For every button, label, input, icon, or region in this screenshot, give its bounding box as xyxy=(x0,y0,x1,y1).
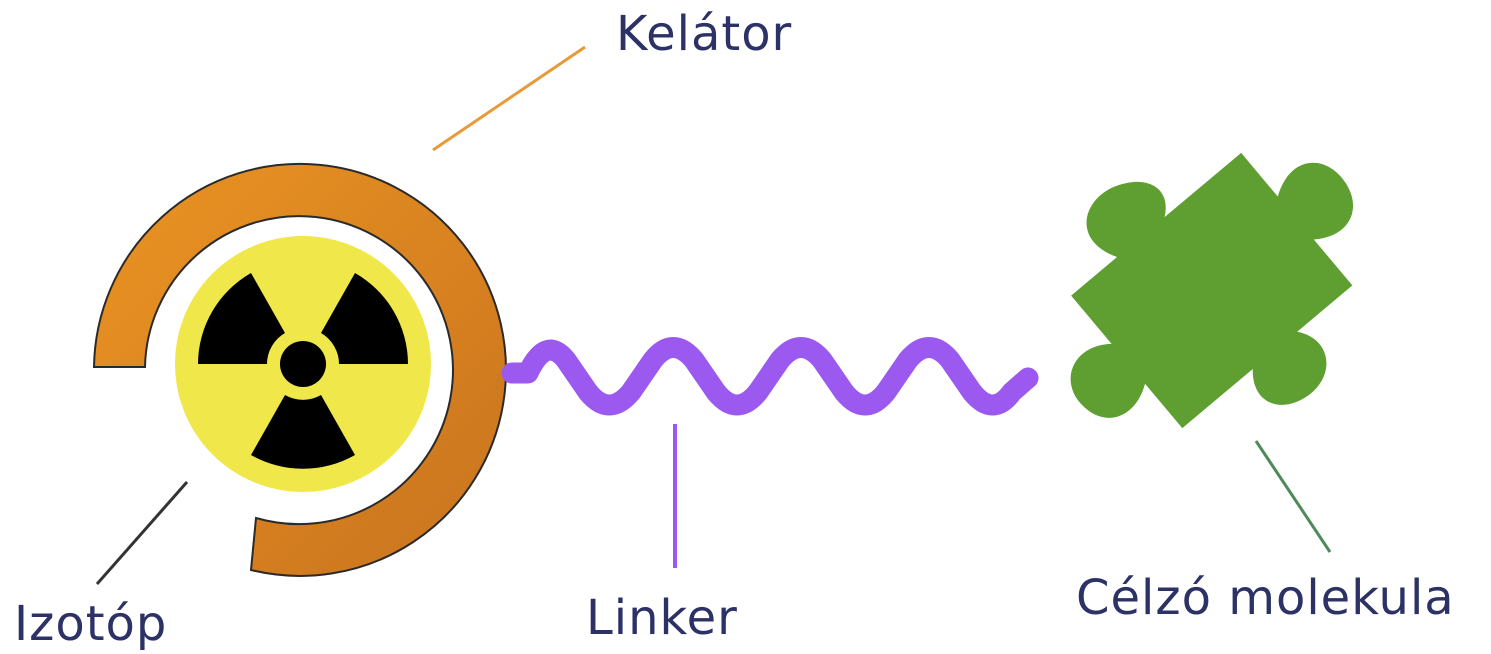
radiation-icon xyxy=(175,236,431,492)
radiation-blade-left xyxy=(198,273,285,364)
chelator-ring xyxy=(92,162,507,577)
radiation-blade-right xyxy=(321,273,408,364)
radiation-center-dot xyxy=(280,341,326,387)
puzzle-piece-icon xyxy=(1070,152,1353,429)
chelator-label: Kelátor xyxy=(616,6,793,62)
radiation-blade-bottom xyxy=(251,395,355,469)
chelator-leader-line xyxy=(432,45,586,152)
linker-wave xyxy=(501,337,1039,416)
targeting-leader-line xyxy=(1254,440,1332,553)
linker-label: Linker xyxy=(586,590,738,646)
targeting-molecule-label: Célzó molekula xyxy=(1076,570,1455,626)
isotope-leader-line xyxy=(95,481,189,585)
isotope-label: Izotóp xyxy=(14,596,168,652)
